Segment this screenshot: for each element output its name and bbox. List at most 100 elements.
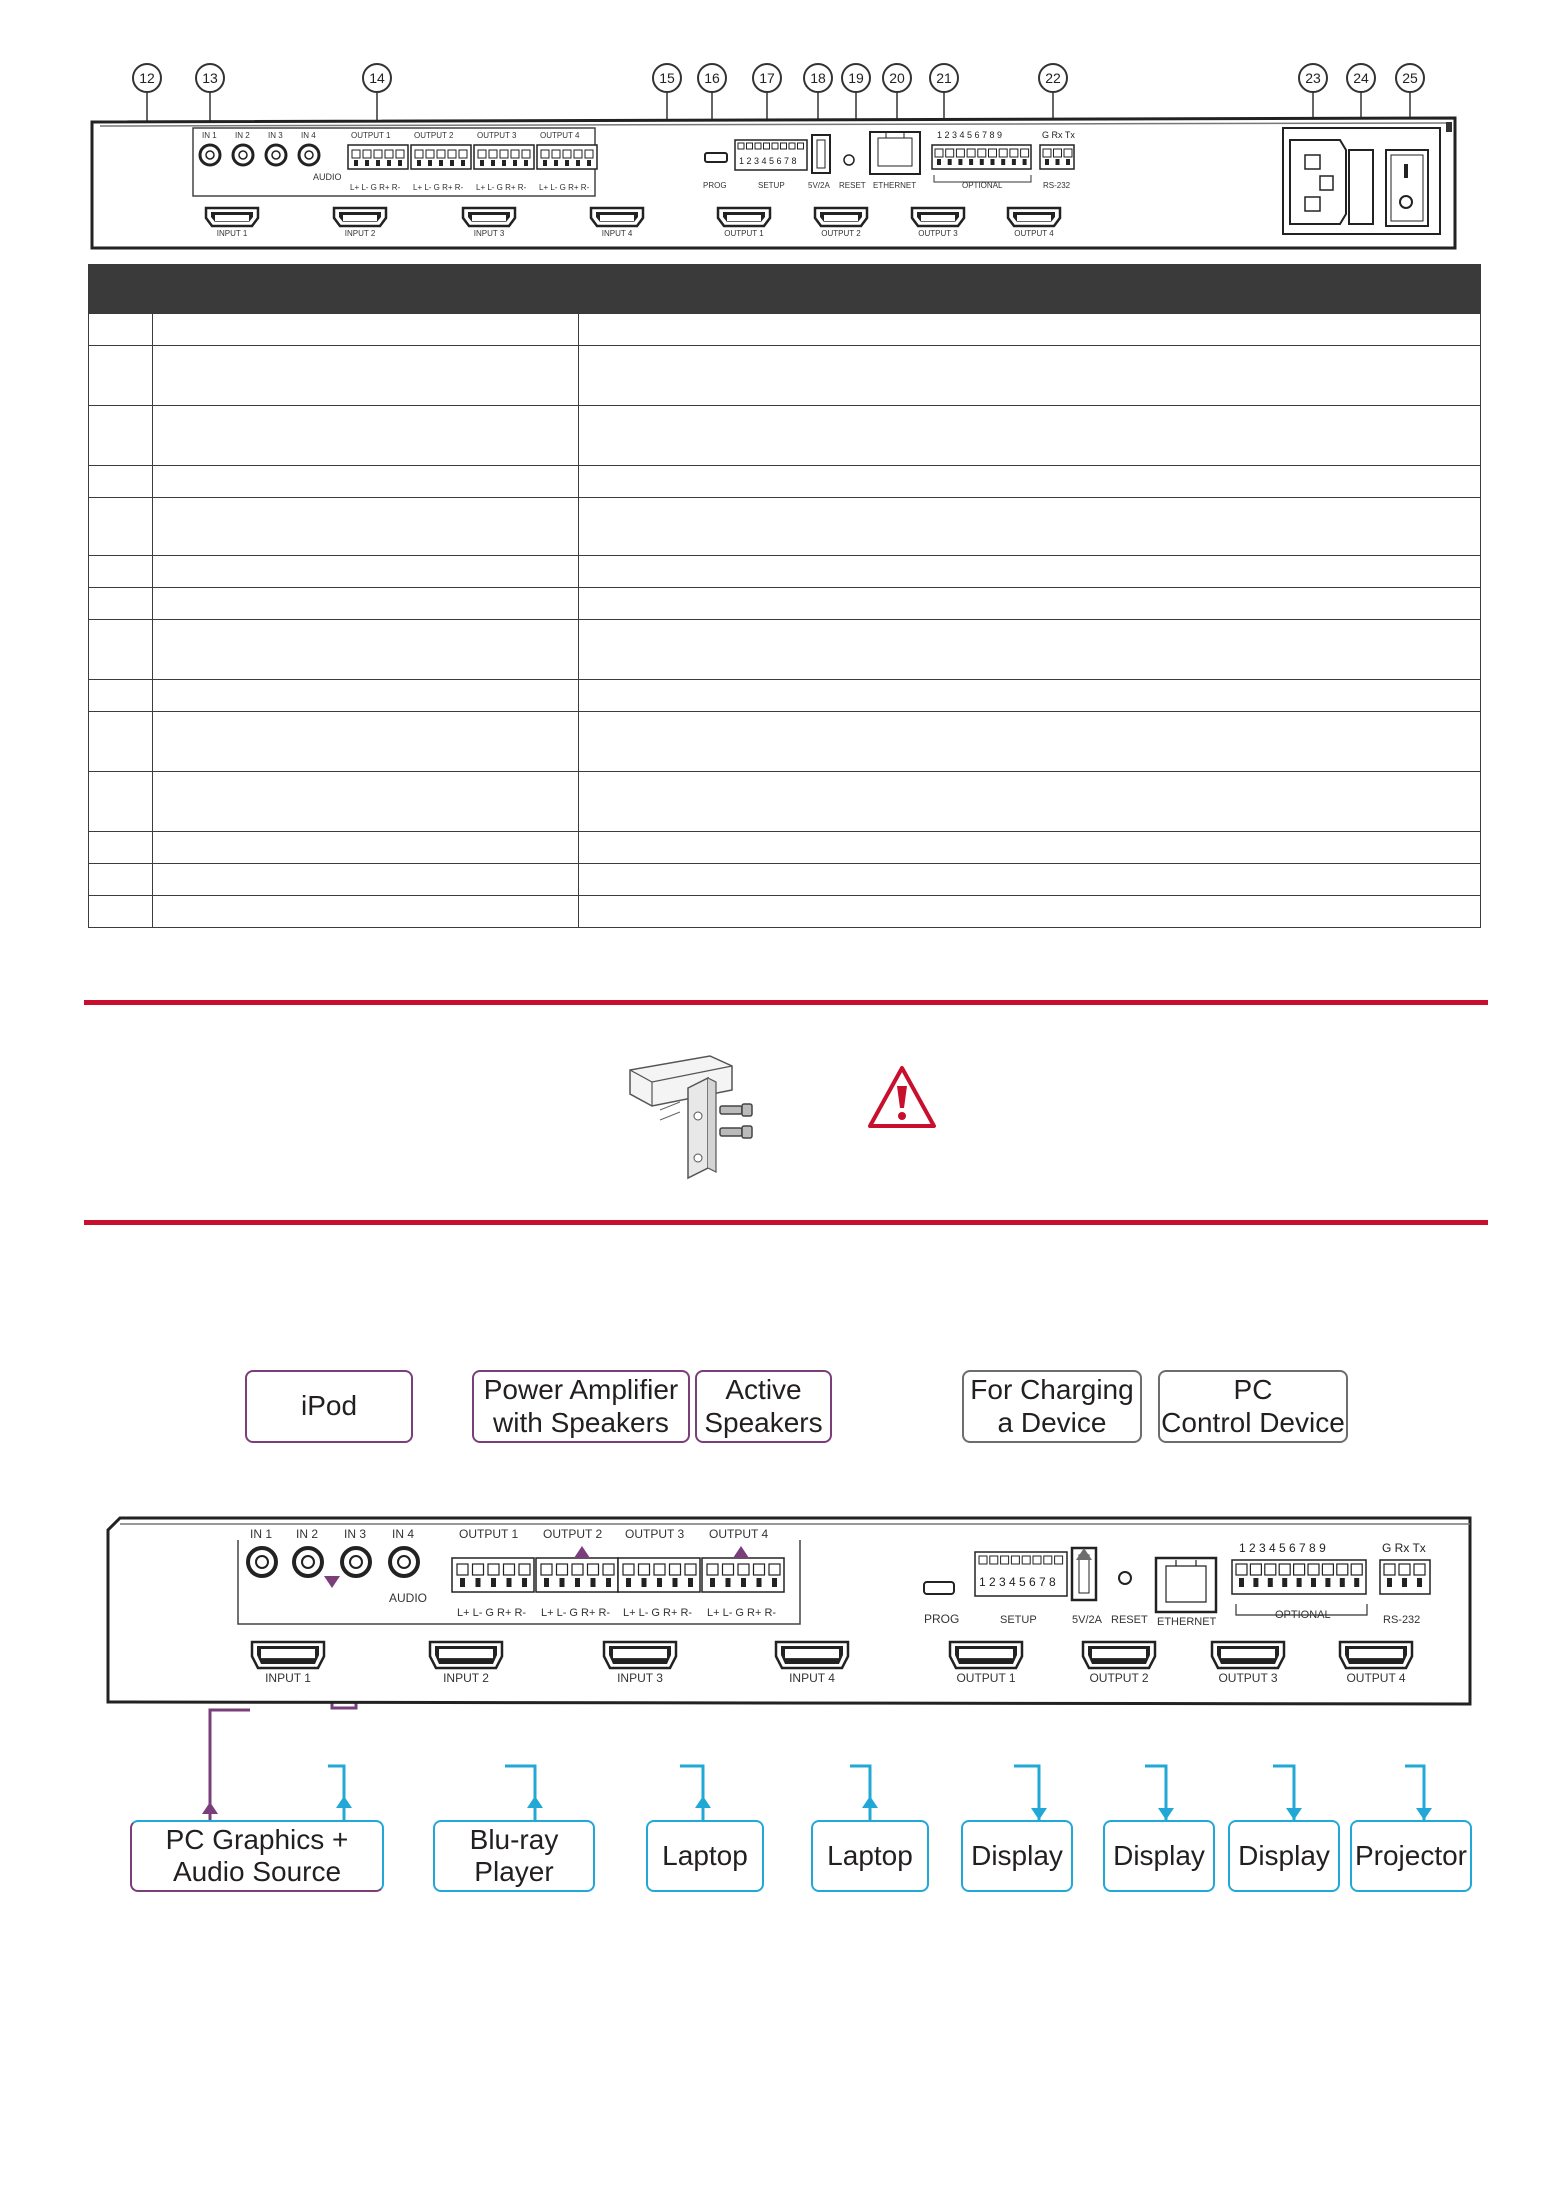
prog-label: PROG <box>703 181 727 190</box>
reset-label: RESET <box>839 181 866 190</box>
charging-device-label: For Charging a Device <box>970 1374 1134 1438</box>
table-row <box>88 831 1481 864</box>
callout-number: 13 <box>202 70 218 86</box>
callout-16 <box>697 63 727 93</box>
hdmi-output-label: OUTPUT 3 <box>918 229 958 238</box>
diagram-ethernet-label: ETHERNET <box>1157 1616 1217 1628</box>
diagram-audio-label: AUDIO <box>389 1591 427 1605</box>
connection-arrowhead <box>1076 1548 1092 1560</box>
connection-arrowhead <box>1416 1808 1432 1820</box>
diagram-hdmi-output-label: OUTPUT 4 <box>1346 1671 1405 1685</box>
callout-number: 21 <box>936 70 952 86</box>
audio-output-label: OUTPUT 1 <box>351 131 391 140</box>
callout-13 <box>195 63 225 93</box>
power-amplifier-label: Power Amplifier with Speakers <box>483 1374 679 1438</box>
audio-output-label: OUTPUT 3 <box>477 131 517 140</box>
diagram-terminal-pins: L+ L- G R+ R- <box>707 1607 776 1619</box>
connection-arrowhead <box>733 1546 749 1558</box>
usb-label: 5V/2A <box>808 181 830 190</box>
audio-input-label: IN 2 <box>235 131 250 140</box>
bluray-label: Blu-ray Player <box>469 1823 559 1887</box>
callout-15 <box>652 63 682 93</box>
connection-arrowhead <box>1031 1808 1047 1820</box>
diagram-optional-label: OPTIONAL <box>1275 1609 1331 1621</box>
connection-arrowhead <box>862 1796 878 1808</box>
display-label-1: Display <box>971 1839 1063 1871</box>
callout-number: 23 <box>1305 70 1321 86</box>
hdmi-input-label: INPUT 2 <box>345 229 376 238</box>
active-speakers-box: Active Speakers <box>695 1370 832 1443</box>
rs232-label: RS-232 <box>1043 181 1071 190</box>
callout-24 <box>1346 63 1376 93</box>
pc-graphics-label: PC Graphics + Audio Source <box>165 1823 349 1887</box>
power-inlet <box>1289 139 1347 225</box>
callout-number: 19 <box>848 70 864 86</box>
connection-arrowhead <box>695 1796 711 1808</box>
audio-output-label: OUTPUT 4 <box>540 131 580 140</box>
callout-17 <box>752 63 782 93</box>
diagram-optional-pins: 1 2 3 4 5 6 7 8 9 <box>1239 1541 1326 1555</box>
laptop-label-2: Laptop <box>827 1839 913 1871</box>
feature-table <box>88 264 1481 928</box>
diagram-audio-output-label: OUTPUT 3 <box>625 1527 684 1541</box>
rs232-pins: G Rx Tx <box>1042 130 1075 140</box>
connection-arrowhead <box>324 1576 340 1588</box>
table-row <box>88 711 1481 772</box>
pc-graphics-box: PC Graphics + Audio Source <box>130 1820 384 1892</box>
table-row <box>88 465 1481 498</box>
callout-number: 12 <box>139 70 155 86</box>
setup-label: SETUP <box>758 181 785 190</box>
callout-19 <box>841 63 871 93</box>
callout-number: 18 <box>810 70 826 86</box>
connection-arrowhead <box>1286 1808 1302 1820</box>
prog-port <box>704 152 728 163</box>
ipod-label: iPod <box>300 1390 358 1422</box>
table-row <box>88 619 1481 680</box>
diagram-audio-input-label: IN 1 <box>250 1527 272 1541</box>
optional-pins: 1 2 3 4 5 6 7 8 9 <box>937 130 1002 140</box>
diagram-audio-input-label: IN 4 <box>392 1527 414 1541</box>
hdmi-input-label: INPUT 1 <box>217 229 248 238</box>
hdmi-input-label: INPUT 3 <box>474 229 505 238</box>
charging-device-box: For Charging a Device <box>962 1370 1142 1443</box>
diagram-rs232-label: RS-232 <box>1383 1614 1420 1626</box>
laptop-box-1: Laptop <box>646 1820 764 1892</box>
display-label-3: Display <box>1238 1839 1330 1871</box>
active-speakers-label: Active Speakers <box>704 1374 823 1438</box>
table-row <box>88 345 1481 406</box>
diagram-terminal-pins: L+ L- G R+ R- <box>457 1607 526 1619</box>
table-row <box>88 313 1481 346</box>
projector-box: Projector <box>1350 1820 1472 1892</box>
callout-25 <box>1395 63 1425 93</box>
audio-output-label: OUTPUT 2 <box>414 131 454 140</box>
diagram-audio-output-label: OUTPUT 4 <box>709 1527 768 1541</box>
divider-top <box>84 1000 1488 1005</box>
terminal-pins: L+ L- G R+ R- <box>413 183 464 192</box>
diagram-hdmi-input-label: INPUT 1 <box>265 1671 311 1685</box>
callout-number: 20 <box>889 70 905 86</box>
diagram-audio-output-label: OUTPUT 2 <box>543 1527 602 1541</box>
diagram-hdmi-input-label: INPUT 4 <box>789 1671 835 1685</box>
divider-bottom <box>84 1220 1488 1225</box>
callout-number: 24 <box>1353 70 1369 86</box>
warning-icon <box>868 1066 936 1128</box>
callout-14 <box>362 63 392 93</box>
diagram-hdmi-output-label: OUTPUT 2 <box>1089 1671 1148 1685</box>
diagram-reset-label: RESET <box>1111 1614 1148 1626</box>
callout-number: 14 <box>369 70 385 86</box>
diagram-audio-bracket <box>237 1540 801 1625</box>
connection-arrowhead <box>527 1796 543 1808</box>
terminal-pins: L+ L- G R+ R- <box>350 183 401 192</box>
table-row <box>88 679 1481 712</box>
display-label-2: Display <box>1113 1839 1205 1871</box>
diagram-setup-dip-switch <box>974 1551 1068 1597</box>
dip-numbers: 1 2 3 4 5 6 7 8 <box>739 156 797 166</box>
connection-arrowhead <box>336 1796 352 1808</box>
callout-number: 22 <box>1045 70 1061 86</box>
audio-input-label: IN 1 <box>202 131 217 140</box>
projector-label: Projector <box>1354 1839 1468 1871</box>
terminal-pins: L+ L- G R+ R- <box>539 183 590 192</box>
callout-23 <box>1298 63 1328 93</box>
